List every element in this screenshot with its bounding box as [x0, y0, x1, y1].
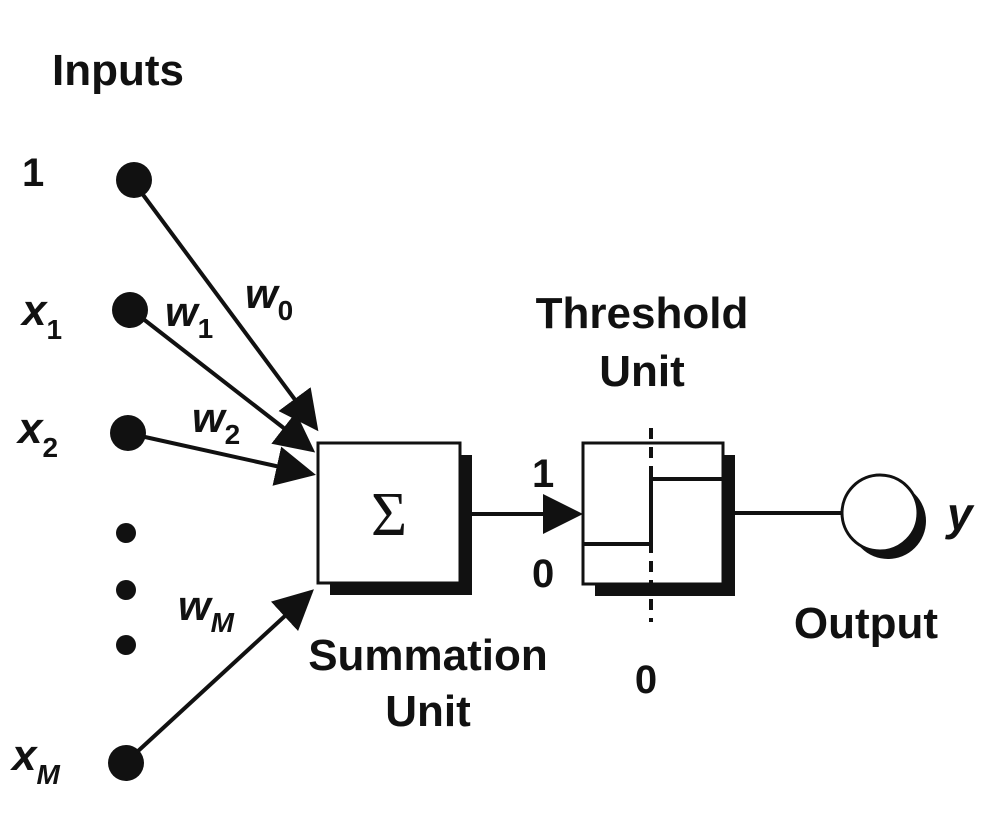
x2-sub: 2: [42, 432, 58, 463]
wm-weight-label: wM: [178, 582, 235, 638]
w2-sub: 2: [225, 419, 241, 450]
ellipsis-dot: [116, 523, 136, 543]
bias-input-label: 1: [22, 151, 44, 195]
ellipsis-dot: [116, 580, 136, 600]
ellipsis-dot: [116, 635, 136, 655]
w2-main: w: [192, 394, 227, 441]
w0-connection-arrow: [139, 190, 319, 432]
w0-sub: 0: [278, 295, 294, 326]
inputs-heading: Inputs: [52, 46, 184, 95]
wm-connection-arrow: [135, 589, 314, 754]
xm-input-node: [108, 745, 144, 781]
summation-unit: Σ: [316, 441, 472, 595]
output-y-label: y: [945, 488, 975, 540]
threshold-axis-zero-label: 0: [635, 658, 657, 702]
x1-input-node: [112, 292, 148, 328]
x2-input-label: x2: [16, 404, 58, 463]
w0-main: w: [245, 270, 280, 317]
x1-input-label: x1: [20, 286, 62, 345]
x2-main: x: [16, 404, 44, 453]
w1-weight-label: w1: [165, 288, 213, 344]
sigma-symbol: Σ: [371, 481, 407, 549]
wm-sub: M: [211, 607, 235, 638]
w1-connection-arrow: [140, 316, 316, 453]
summation-box: [316, 441, 462, 585]
x1-sub: 1: [46, 314, 62, 345]
step-function-curve: [583, 477, 723, 546]
bias-input-node: [116, 162, 152, 198]
w1-main: w: [165, 288, 200, 335]
threshold-title-line2: Unit: [599, 347, 685, 396]
wm-main: w: [178, 582, 213, 629]
xm-main: x: [10, 731, 38, 780]
threshold-low-label: 0: [532, 552, 554, 596]
threshold-title-line1: Threshold: [536, 289, 749, 338]
output-node-circle: [840, 473, 920, 553]
w0-weight-label: w0: [245, 270, 293, 326]
x2-input-node: [110, 415, 146, 451]
xm-input-label: xM: [10, 731, 60, 790]
output-node: [840, 473, 926, 559]
w2-weight-label: w2: [192, 394, 240, 450]
summation-label-line2: Unit: [385, 687, 471, 736]
x1-main: x: [20, 286, 48, 335]
threshold-unit: [581, 428, 735, 622]
xm-sub: M: [36, 759, 60, 790]
summation-label-line1: Summation: [308, 631, 548, 680]
threshold-high-label: 1: [532, 452, 554, 496]
w1-sub: 1: [198, 313, 214, 344]
w2-connection-arrow: [144, 435, 316, 486]
output-label: Output: [794, 599, 939, 648]
